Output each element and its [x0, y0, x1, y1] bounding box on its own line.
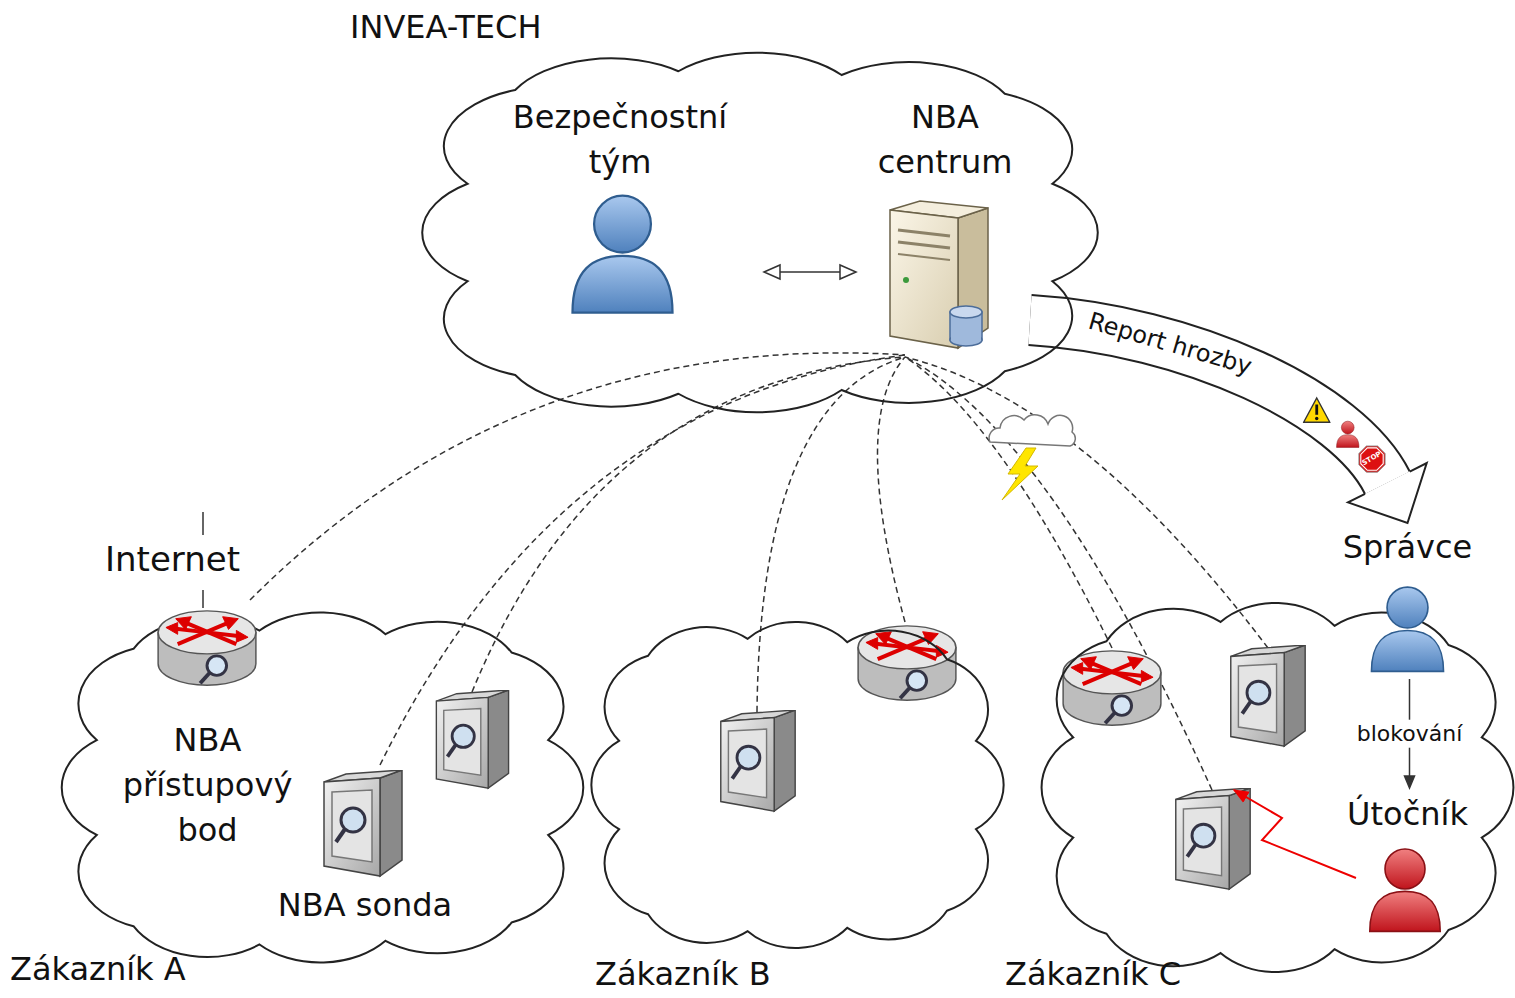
node-label: Správce: [1320, 525, 1495, 570]
personR-sign: [1337, 421, 1359, 447]
sonda-icon: [324, 770, 402, 876]
probe-icon: [721, 710, 795, 811]
access-point: NBA přístupový bod: [95, 600, 320, 865]
customer-cloud: Zákazník A NBA přístupový bodNBA sonda: [5, 590, 590, 995]
personR-icon: [1365, 844, 1445, 934]
person-icon: [565, 190, 680, 315]
arrow-head-outline: [1348, 463, 1427, 523]
probe-icon: [1176, 788, 1250, 889]
administrator: Správce: [1320, 525, 1495, 675]
outage-symbol: [989, 415, 1075, 500]
probe-icon: [1231, 645, 1305, 746]
server-icon: [880, 200, 1000, 350]
arrow-head: [1348, 463, 1427, 523]
customer-cloud: Zákazník C SprávceÚtočník: [1000, 520, 1515, 998]
cloud-shape: [422, 53, 1098, 413]
internet-label: Internet: [105, 536, 240, 584]
sonda-icon: [320, 770, 405, 878]
person-icon: [573, 196, 673, 313]
person-icon: [1372, 587, 1444, 671]
arrow-head: [1405, 776, 1415, 788]
warn-sign: [1304, 398, 1330, 422]
attack-arrow: [1234, 790, 1356, 878]
connector: [250, 353, 905, 600]
node-label: NBA sonda: [250, 883, 480, 928]
cloud-outline: [590, 615, 1005, 955]
customer-cloud: Zákazník B: [590, 605, 1010, 998]
router-icon: [155, 605, 260, 693]
node-label: NBA přístupový bod: [95, 718, 320, 852]
node-label: Zákazník B: [595, 952, 855, 997]
stop-sign: [1359, 446, 1385, 472]
node-label: Zákazník C: [1005, 952, 1265, 997]
node-label: NBA centrum: [860, 95, 1030, 185]
node-label: Útočník: [1320, 792, 1495, 837]
security-team: Bezpečnostní tým: [480, 95, 760, 320]
node-label: Zákazník A: [10, 947, 270, 992]
person-icon: [1365, 583, 1450, 673]
probe-links: [472, 357, 1268, 790]
node-label: Bezpečnostní tým: [480, 95, 760, 185]
connector: [380, 355, 905, 765]
cloud-shape: [62, 613, 584, 963]
personR-icon: [1370, 849, 1440, 931]
probe-icon: [436, 690, 508, 788]
attacker: Útočník: [1320, 792, 1495, 937]
arrow-head: [764, 265, 780, 279]
provider-cloud: INVEA-TECH Bezpečnostní tým NBA centrum: [340, 5, 1100, 425]
router-icon: [158, 611, 256, 685]
router-icon: [1063, 651, 1161, 725]
cloud-outline: [1040, 595, 1515, 980]
cloud-shape: [591, 622, 1003, 948]
edge-label: blokování: [1353, 719, 1467, 748]
router-icon: [858, 626, 956, 700]
connector: [764, 265, 856, 279]
nba-center: NBA centrum: [860, 95, 1030, 355]
node-label: INVEA-TECH: [350, 5, 610, 50]
server-icon: [890, 201, 988, 348]
nba-probe: NBA sonda: [250, 765, 480, 935]
arrow-head: [840, 265, 856, 279]
